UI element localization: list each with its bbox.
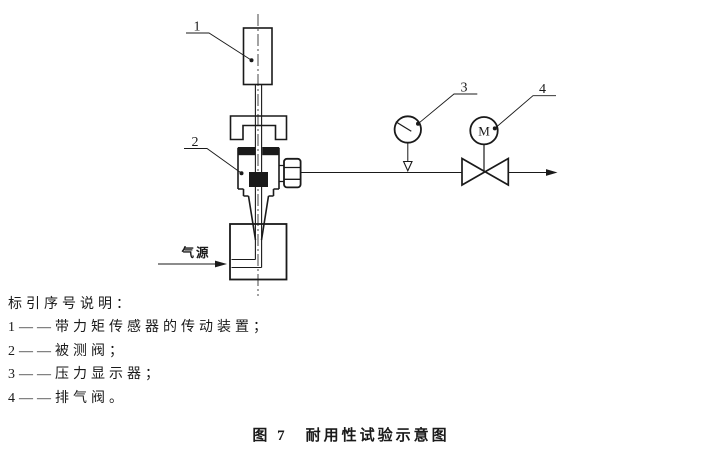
valve-stem-upper: [254, 84, 263, 173]
pressure-chamber: [229, 223, 288, 281]
callout-3: 3: [416, 81, 478, 126]
legend: 标引序号说明： 1——带力矩传感器的传动装置； 2——被测阀； 3——压力显示器…: [8, 293, 271, 410]
callout-4-leader: [494, 95, 556, 129]
hex-fitting-facets: [284, 166, 301, 180]
gauge-tap-triangle: [402, 160, 413, 173]
callout-2-leader: [184, 148, 242, 174]
mounting-yoke: [229, 115, 288, 141]
callout-3-leader: [417, 93, 478, 125]
legend-title: 标引序号说明：: [8, 297, 134, 312]
callout-1-leader: [186, 32, 252, 61]
hex-fitting: [283, 157, 302, 189]
valve-bowtie-left: [461, 157, 487, 187]
motor-letter: M: [478, 124, 490, 139]
valve-plug: [249, 172, 268, 187]
air-source-label: 气源: [180, 245, 210, 260]
callout-3-number: 3: [461, 81, 468, 96]
callout-4-number: 4: [539, 82, 546, 97]
actuator-box: [242, 27, 273, 86]
pressure-gauge-symbol: [393, 115, 422, 173]
exhaust-valve-symbol: M: [461, 116, 510, 187]
valve-stem-lower: [254, 187, 263, 268]
gauge-needle: [395, 121, 412, 132]
inlet-passage: [231, 258, 262, 269]
callout-4: 4: [492, 82, 556, 131]
callout-1-dot: [249, 58, 254, 63]
air-source-arrowhead: [215, 260, 227, 268]
legend-item-4: 4——排气阀。: [8, 390, 127, 406]
packing-seal-left: [238, 147, 256, 156]
callout-4-dot: [492, 126, 497, 131]
callout-3-dot: [416, 121, 420, 126]
legend-item-2: 2——被测阀；: [8, 343, 127, 359]
figure-caption: 图 7 耐用性试验示意图: [252, 428, 450, 444]
legend-item-1: 1——带力矩传感器的传动装置；: [8, 320, 271, 336]
valve-bowtie-right: [483, 157, 510, 187]
callout-2: 2: [184, 135, 244, 176]
test-valve-symbol: [229, 147, 302, 281]
callout-2-number: 2: [192, 135, 199, 150]
legend-item-3: 3——压力显示器；: [8, 367, 163, 383]
torque-actuator-symbol: [229, 27, 288, 268]
flow-arrowhead: [546, 169, 558, 176]
packing-seal-right: [262, 147, 279, 156]
callout-1: 1: [186, 20, 254, 63]
callout-1-number: 1: [194, 20, 201, 35]
valve-body: [237, 147, 280, 197]
air-source: 气源: [158, 245, 227, 268]
valve-cone: [247, 195, 270, 241]
callout-2-dot: [239, 171, 244, 176]
